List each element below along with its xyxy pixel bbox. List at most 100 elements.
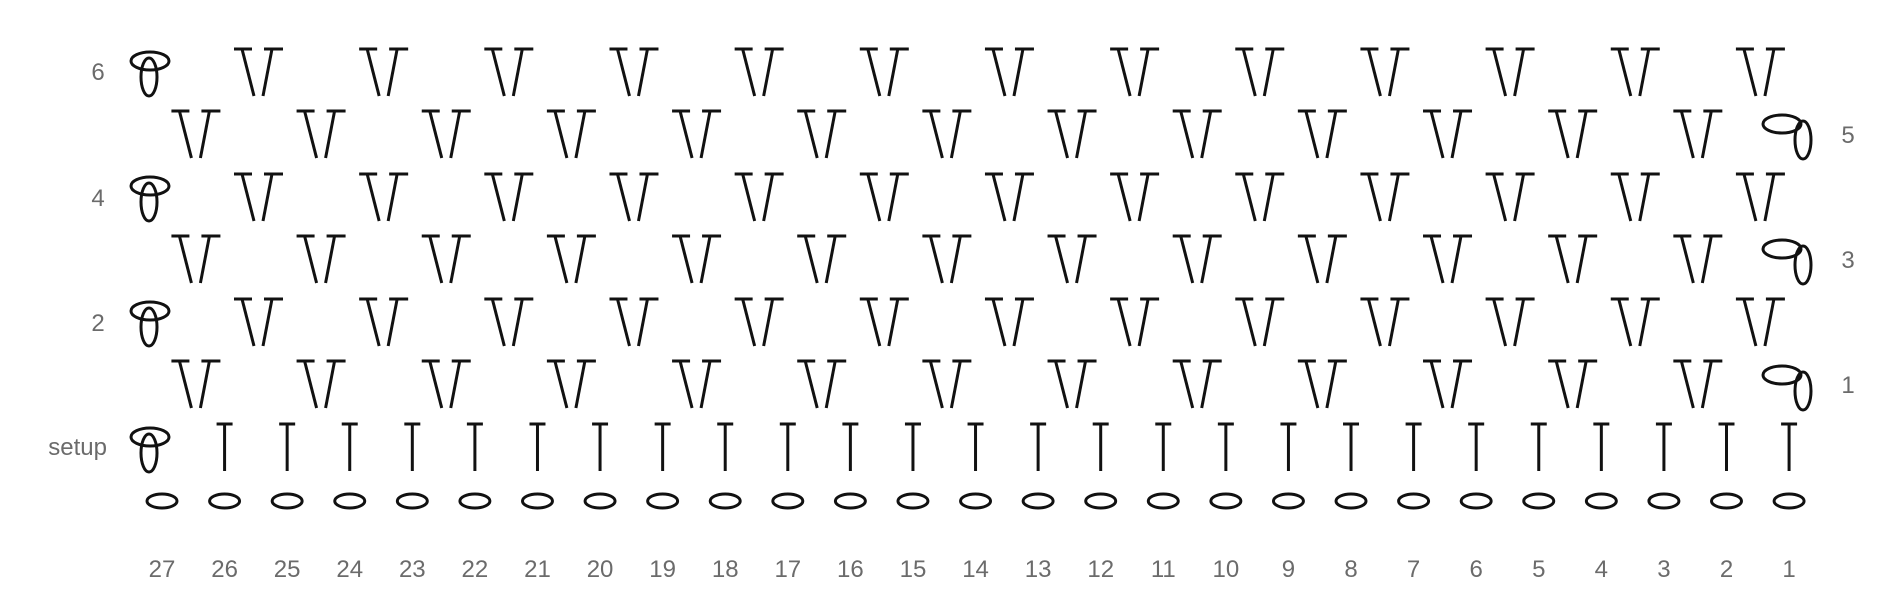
v-stitch-pair-icon — [484, 47, 534, 97]
stitch-stem-icon — [654, 422, 671, 471]
chain-stitch-icon — [458, 492, 492, 510]
chain-stitch-icon — [208, 492, 242, 510]
stitch-number: 15 — [900, 556, 927, 583]
chain-stitch-icon — [520, 492, 554, 510]
stitch-number: 4 — [1595, 556, 1608, 583]
v-stitch-pair-icon — [1172, 234, 1222, 284]
stitch-stem-icon — [1217, 422, 1234, 471]
v-stitch-pair-icon — [1673, 109, 1723, 159]
v-stitch-pair-icon — [1047, 234, 1097, 284]
v-stitch-pair-icon — [734, 297, 784, 347]
stitch-stem-icon — [592, 422, 609, 471]
foundation-chain — [145, 492, 1806, 510]
stitch-number: 14 — [962, 556, 989, 583]
turning-chain-icon — [129, 300, 171, 348]
chain-stitch-icon — [1209, 492, 1243, 510]
v-stitch-pair-icon — [734, 172, 784, 222]
v-stitch-pair-icon — [1735, 47, 1785, 97]
v-stitch-pair-icon — [797, 109, 847, 159]
v-stitch-pair-icon — [1172, 359, 1222, 409]
v-stitch-pair-icon — [1297, 109, 1347, 159]
stitch-stem-icon — [1593, 422, 1610, 471]
v-stitch-pair-icon — [1360, 47, 1410, 97]
stitch-stem-icon — [1030, 422, 1047, 471]
stitch-number: 6 — [1470, 556, 1483, 583]
chain-stitch-icon — [1459, 492, 1493, 510]
row-label-1: 1 — [1841, 372, 1854, 399]
v-stitch-pair-icon — [609, 297, 659, 347]
stitch-number: 18 — [712, 556, 739, 583]
v-stitch-pair-icon — [1485, 297, 1535, 347]
v-stitch-pair-icon — [1423, 234, 1473, 284]
stitch-stem-icon — [341, 422, 358, 471]
stitch-number: 1 — [1782, 556, 1795, 583]
v-stitch-pair-icon — [922, 234, 972, 284]
v-stitch-pair-icon — [1673, 359, 1723, 409]
stitch-stem-icon — [216, 422, 233, 471]
turning-chain-icon — [1761, 113, 1813, 161]
chain-stitch-icon — [395, 492, 429, 510]
stitch-number: 13 — [1025, 556, 1052, 583]
stitch-stem-icon — [1405, 422, 1422, 471]
stitch-number: 10 — [1213, 556, 1240, 583]
turning-chain-icon — [1761, 364, 1813, 412]
stitch-number: 20 — [587, 556, 614, 583]
chain-stitch-icon — [1271, 492, 1305, 510]
stitch-number: 25 — [274, 556, 301, 583]
stitch-stem-icon — [1530, 422, 1547, 471]
labels: setup 1 2 3 4 5 6 — [48, 59, 1854, 461]
chain-stitch-icon — [1522, 492, 1556, 510]
chain-stitch-icon — [1772, 492, 1806, 510]
chain-stitch-icon — [583, 492, 617, 510]
v-stitch-pair-icon — [171, 234, 221, 284]
v-stitch-pair-icon — [984, 172, 1034, 222]
v-stitch-pair-icon — [421, 359, 471, 409]
stitch-stem-icon — [779, 422, 796, 471]
stitch-number: 22 — [462, 556, 489, 583]
stitch-number: 17 — [774, 556, 801, 583]
v-stitch-pair-icon — [1047, 109, 1097, 159]
v-stitch-pair-icon — [609, 47, 659, 97]
stitch-number: 27 — [149, 556, 176, 583]
row-label-4: 4 — [91, 185, 104, 212]
stitch-number: 12 — [1087, 556, 1114, 583]
v-stitch-pair-icon — [359, 172, 409, 222]
v-stitch-pair-icon — [1423, 359, 1473, 409]
chain-stitch-icon — [270, 492, 304, 510]
turning-chain-icon — [129, 175, 171, 223]
v-stitch-pair-icon — [1735, 172, 1785, 222]
stitch-number: 3 — [1657, 556, 1670, 583]
stitch-number: 19 — [649, 556, 676, 583]
v-stitch-pair-icon — [984, 297, 1034, 347]
v-stitch-pair-icon — [171, 359, 221, 409]
v-stitch-pair-icon — [359, 297, 409, 347]
v-stitch-pair-icon — [296, 234, 346, 284]
chain-stitch-icon — [1647, 492, 1681, 510]
v-stitch-pair-icon — [1485, 47, 1535, 97]
row-label-6: 6 — [91, 59, 104, 86]
v-stitch-pair-icon — [1360, 172, 1410, 222]
v-stitch-pair-icon — [672, 109, 722, 159]
v-stitch-pair-icon — [1735, 297, 1785, 347]
v-stitch-pair-icon — [546, 109, 596, 159]
v-stitch-pair-icon — [859, 47, 909, 97]
v-stitch-pair-icon — [233, 172, 283, 222]
chain-stitch-icon — [1397, 492, 1431, 510]
chain-stitch-icon — [1584, 492, 1618, 510]
stitch-number: 23 — [399, 556, 426, 583]
v-stitch-pair-icon — [672, 234, 722, 284]
chain-stitch-icon — [145, 492, 179, 510]
stitch-number: 5 — [1532, 556, 1545, 583]
v-stitch-pair-icon — [233, 47, 283, 97]
v-stitch-pair-icon — [734, 47, 784, 97]
v-stitch-pair-icon — [296, 359, 346, 409]
chain-stitch-icon — [646, 492, 680, 510]
stitch-number: 11 — [1151, 556, 1176, 583]
v-stitch-pair-icon — [233, 297, 283, 347]
v-stitch-pair-icon — [421, 109, 471, 159]
stitch-stem-icon — [529, 422, 546, 471]
v-stitch-pair-icon — [1110, 172, 1160, 222]
v-stitch-pair-icon — [1235, 47, 1285, 97]
